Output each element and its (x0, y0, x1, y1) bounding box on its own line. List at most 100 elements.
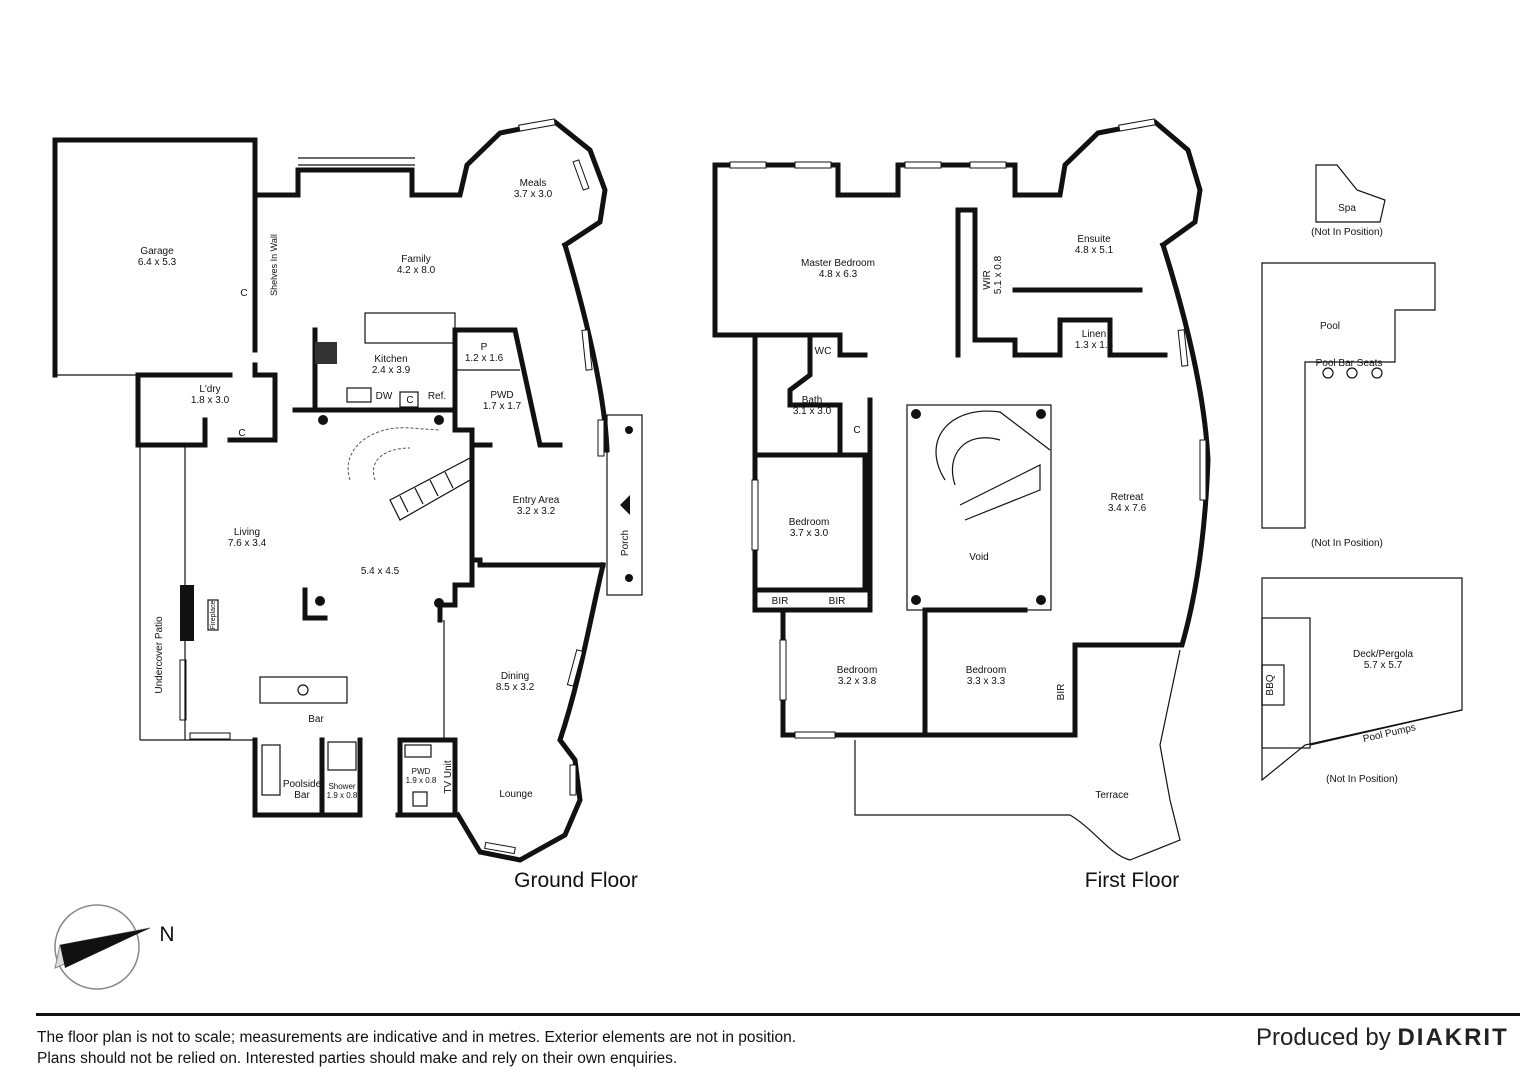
room-name: Linen (1082, 329, 1106, 340)
bir-label: BIR (1056, 684, 1067, 701)
room-size: 1.9 x 0.8 (406, 776, 437, 785)
room-size: 2.4 x 3.9 (372, 365, 411, 376)
ground-room-labels: Garage 6.4 x 5.3 Family 4.2 x 8.0 Meals … (138, 178, 560, 800)
east-curved-wall (561, 241, 610, 453)
deck-size: 5.7 x 5.7 (1364, 660, 1403, 671)
not-in-position-label: (Not In Position) (1311, 538, 1383, 549)
porch (606, 414, 643, 596)
compass-icon (54, 904, 151, 990)
pool-bar-seats-label: Pool Bar Seats (1316, 358, 1383, 369)
ground-floor-title: Ground Floor (514, 869, 638, 892)
tv-unit-label: TV Unit (443, 760, 454, 794)
pool-label: Pool (1320, 321, 1340, 332)
room-size: 1.7 x 1.7 (483, 401, 522, 412)
porch-label: Porch (620, 530, 631, 556)
room-size: 8.5 x 3.2 (496, 682, 535, 693)
spa-outline (1315, 164, 1386, 223)
room-name: Meals (520, 178, 547, 189)
producer-credit: Produced by DIAKRIT (1256, 1024, 1509, 1052)
bar-wall (252, 737, 363, 818)
void-area (906, 404, 1052, 611)
garage-wall (52, 137, 258, 378)
room-name: Living (234, 527, 260, 538)
cupboard-label: C (238, 428, 245, 439)
first-floor-plan (712, 118, 1211, 861)
bar-label: Bar (308, 714, 324, 725)
bbq-label: BBQ (1265, 674, 1276, 695)
room-name: Entry Area (513, 495, 560, 506)
room-size: 7.6 x 3.4 (228, 538, 267, 549)
bar-counter (259, 676, 348, 704)
deck-label: Deck/Pergola (1353, 649, 1413, 660)
fridge-label: Ref. (428, 391, 446, 402)
disclaimer-line-1: The floor plan is not to scale; measurem… (37, 1029, 797, 1046)
void-label: Void (969, 552, 988, 563)
room-name: P (481, 342, 488, 353)
room-name: Bedroom (966, 665, 1007, 676)
room-name: Kitchen (374, 354, 407, 365)
room-size: 1.8 x 3.0 (191, 395, 230, 406)
first-windows (729, 118, 1207, 739)
first-fixture-labels: WIR 5.1 x 0.8 WC C Void BIR BIR BIR Terr… (772, 255, 1129, 801)
first-room-labels: Master Bedroom 4.8 x 6.3 Ensuite 4.8 x 5… (789, 234, 1147, 687)
room-size: 1.3 x 1.3 (1075, 340, 1114, 351)
columns (315, 415, 444, 608)
sink-icon (346, 387, 372, 403)
room-size: 1.9 x 0.8 (327, 791, 358, 800)
cooktop-icon (315, 342, 337, 364)
ground-windows (179, 118, 605, 855)
north-label: N (159, 923, 174, 946)
room-size: 3.7 x 3.0 (514, 189, 553, 200)
family-meals-outer-wall (252, 119, 608, 249)
room-size: 4.8 x 5.1 (1075, 245, 1114, 256)
not-in-position-label: (Not In Position) (1326, 774, 1398, 785)
room-size: 3.2 x 3.2 (517, 506, 556, 517)
footer-divider (36, 1013, 1520, 1016)
room-size: 4.8 x 6.3 (819, 269, 858, 280)
exterior-labels: Spa (Not In Position) Pool Pool Bar Seat… (1265, 203, 1417, 785)
produced-by-text: Produced by (1256, 1024, 1391, 1051)
pool-outline (1261, 262, 1436, 529)
bir-label: BIR (829, 596, 846, 607)
room-name: Retreat (1111, 492, 1144, 503)
cupboard-label: C (240, 288, 247, 299)
first-floor-north-wall (712, 119, 1203, 338)
room-name: Bedroom (837, 665, 878, 676)
dining-lounge-outer-wall (454, 561, 607, 863)
laundry-wall (135, 372, 278, 443)
disclaimer-line-2: Plans should not be relied on. Intereste… (37, 1050, 678, 1067)
room-name: Bath (802, 395, 823, 406)
cupboard-label: C (853, 425, 860, 436)
terrace-label: Terrace (1095, 790, 1129, 801)
spa-label: Spa (1338, 203, 1356, 214)
room-name: Dining (501, 671, 529, 682)
kitchen-island (364, 312, 456, 344)
room-name: PWD (490, 390, 513, 401)
room-size: 4.2 x 8.0 (397, 265, 436, 276)
room-name: Shower (328, 782, 355, 791)
room-size: 6.4 x 5.3 (138, 257, 177, 268)
room-name: Bedroom (789, 517, 830, 528)
first-floor-staircase (935, 410, 1051, 521)
room-size: 3.4 x 7.6 (1108, 503, 1147, 514)
first-floor-title: First Floor (1085, 869, 1180, 892)
room-size: 3.1 x 3.0 (793, 406, 832, 417)
first-floor-east-wall (1047, 241, 1211, 738)
wir-size: 5.1 x 0.8 (993, 255, 1004, 294)
room-size: 5.4 x 4.5 (361, 566, 400, 577)
exterior-elements (1261, 164, 1463, 782)
room-name: Ensuite (1077, 234, 1111, 245)
terrace-outline (854, 649, 1181, 861)
room-name: L'dry (199, 384, 220, 395)
entry-wall (469, 442, 606, 568)
room-name: Garage (140, 246, 174, 257)
dishwasher-label: DW (376, 391, 393, 402)
bir-label: BIR (772, 596, 789, 607)
lounge-label: Lounge (499, 789, 533, 800)
void-columns (911, 409, 1046, 605)
patio-label: Undercover Patio (154, 616, 165, 694)
ground-fixture-labels: Shelves In Wall C C C DW Ref. Porch Fire… (154, 234, 631, 801)
wir-label: WIR (982, 270, 993, 289)
disclaimer: The floor plan is not to scale; measurem… (37, 1027, 796, 1069)
